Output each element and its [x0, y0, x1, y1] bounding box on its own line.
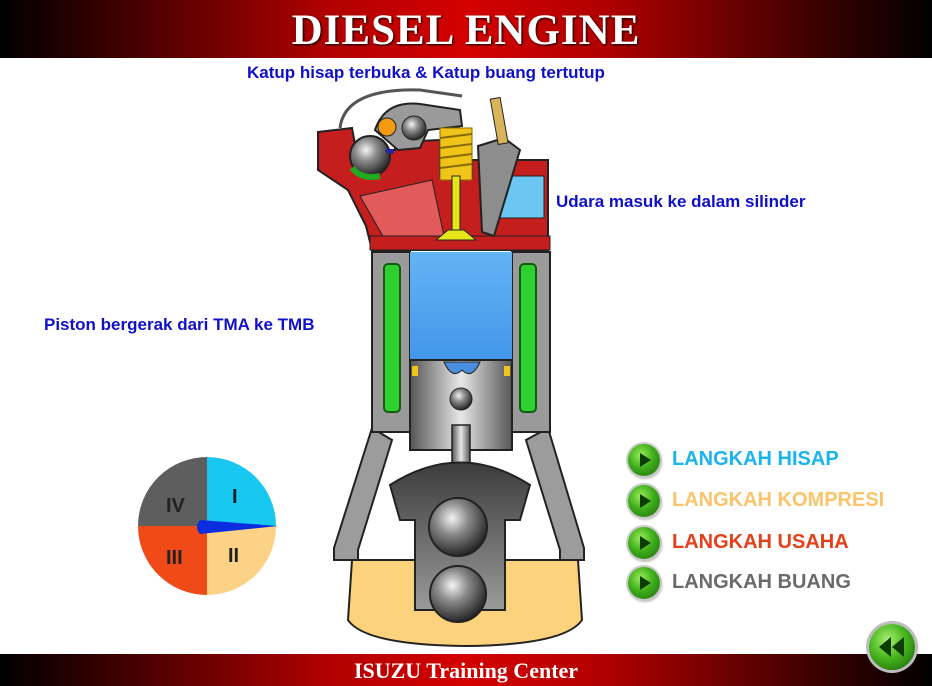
quadrant-label-I: I	[232, 486, 238, 508]
title-bar: DIESEL ENGINE	[0, 0, 932, 58]
page-title: DIESEL ENGINE	[291, 7, 641, 54]
play-icon[interactable]	[628, 485, 660, 517]
air-intake-caption: Udara masuk ke dalam silinder	[556, 192, 806, 211]
menu-item-langkah-usaha[interactable]: LANGKAH USAHA	[628, 526, 928, 560]
crankcase-left	[333, 426, 394, 561]
footer-title: ISUZU Training Center	[353, 658, 579, 683]
menu-item-langkah-hisap[interactable]: LANGKAH HISAP	[628, 443, 928, 477]
menu-item-langkah-kompresi[interactable]: LANGKAH KOMPRESI	[628, 484, 928, 518]
quadrant-IV	[138, 457, 207, 526]
quadrant-II	[207, 526, 276, 595]
play-icon[interactable]	[628, 444, 660, 476]
quadrant-label-II: II	[228, 545, 239, 567]
piston-motion-caption: Piston bergerak dari TMA ke TMB	[44, 315, 315, 334]
indicator-needle	[197, 520, 278, 534]
quadrant-III	[138, 526, 207, 595]
rewind-icon	[879, 637, 904, 657]
play-icon[interactable]	[628, 567, 660, 599]
quadrant-label-III: III	[166, 547, 183, 569]
menu-label-usaha[interactable]: LANGKAH USAHA	[672, 531, 849, 553]
back-button[interactable]	[869, 624, 915, 670]
cylinder-air	[410, 252, 512, 360]
play-icon[interactable]	[628, 527, 660, 559]
menu-item-langkah-buang[interactable]: LANGKAH BUANG	[628, 566, 928, 600]
quadrant-I	[207, 457, 276, 526]
piston-pin	[449, 387, 473, 411]
footer-bar: ISUZU Training Center	[0, 654, 932, 686]
quadrant-label-IV: IV	[166, 495, 186, 517]
menu-label-kompresi[interactable]: LANGKAH KOMPRESI	[672, 489, 885, 511]
menu-label-hisap[interactable]: LANGKAH HISAP	[672, 448, 839, 470]
water-jacket-right	[519, 263, 537, 413]
water-jacket-left	[383, 263, 401, 413]
menu-label-buang[interactable]: LANGKAH BUANG	[672, 571, 851, 593]
crankcase-right	[524, 426, 585, 561]
valve-status-caption: Katup hisap terbuka & Katup buang tertut…	[247, 63, 605, 82]
